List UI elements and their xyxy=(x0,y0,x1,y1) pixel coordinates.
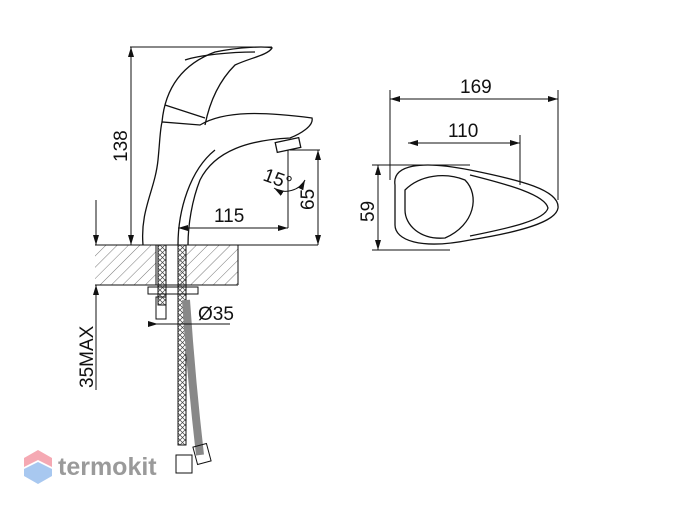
length-label: 169 xyxy=(460,77,492,98)
watermark: termokit xyxy=(24,450,157,484)
handle-length-label: 110 xyxy=(448,121,478,142)
angle-label: 15° xyxy=(260,165,294,195)
dimension-lines-top xyxy=(372,90,559,251)
faucet-top-view xyxy=(394,164,559,245)
width-label: 59 xyxy=(358,201,379,222)
faucet-side-view xyxy=(141,46,313,246)
dimension-lines-side xyxy=(93,46,321,390)
counter-thickness-label: 35MAX xyxy=(77,325,98,388)
spout-height-label: 65 xyxy=(298,189,319,210)
watermark-text: termokit xyxy=(58,452,157,481)
countertop-section xyxy=(95,244,318,286)
supply-hoses xyxy=(147,244,212,474)
termokit-logo-icon xyxy=(24,450,52,484)
height-label: 138 xyxy=(111,130,132,162)
reach-label: 115 xyxy=(214,206,244,227)
hole-diameter-label: Ø35 xyxy=(198,304,234,325)
